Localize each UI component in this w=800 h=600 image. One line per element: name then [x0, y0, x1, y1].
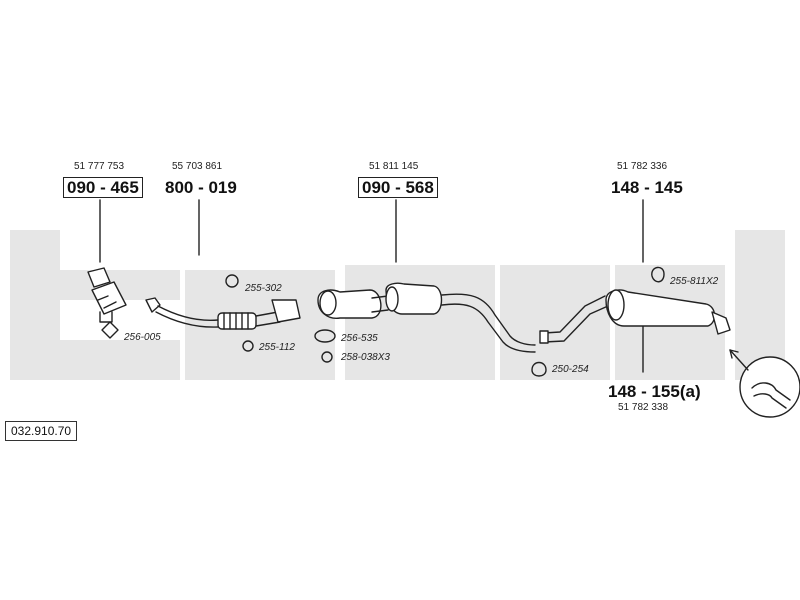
clamp-255-112-part — [242, 340, 254, 352]
gasket-256-535-part — [314, 329, 336, 343]
part-number-cat-middle[interactable]: 090 - 568 — [358, 177, 438, 198]
fitting-label[interactable]: 255-112 — [259, 342, 295, 353]
watermark-block — [10, 230, 60, 380]
part-number-front-pipe[interactable]: 800 - 019 — [165, 178, 237, 197]
fitting-label[interactable]: 250-254 — [552, 364, 589, 375]
oe-number-cat-front: 51 777 753 — [74, 161, 125, 172]
watermark-block — [735, 230, 785, 380]
detail-arrow — [729, 349, 749, 371]
document-number: 032.910.70 — [5, 421, 78, 441]
front-pipe-part — [145, 297, 301, 330]
watermark-block — [345, 265, 495, 380]
oe-number-rear-muffler: 51 782 338 — [618, 402, 669, 413]
gasket-256-005-part — [101, 321, 119, 339]
rear-muffler-part — [605, 289, 731, 335]
part-number-rear-pipe[interactable]: 148 - 145 — [611, 178, 683, 197]
mount-255-811x2-part — [651, 266, 665, 283]
detail-circle — [739, 356, 800, 418]
part-number-cat-front[interactable]: 090 - 465 — [63, 177, 143, 198]
part-number-rear-muffler[interactable]: 148 - 155(a) — [608, 382, 701, 401]
fitting-label[interactable]: 256-535 — [341, 333, 378, 344]
clamp-255-302-part — [225, 274, 239, 288]
watermark-block — [500, 265, 610, 380]
cat-front-part — [87, 267, 127, 323]
cat-middle-part — [317, 282, 536, 353]
watermark-block — [60, 340, 180, 380]
clamp-250-254-part — [531, 361, 547, 377]
fitting-label[interactable]: 258-038X3 — [341, 352, 390, 363]
fitting-label[interactable]: 255-811X2 — [670, 276, 719, 287]
oe-number-front-pipe: 55 703 861 — [172, 161, 223, 172]
oe-number-cat-middle: 51 811 145 — [369, 161, 419, 172]
fitting-label[interactable]: 255-302 — [245, 283, 282, 294]
fitting-label[interactable]: 256-005 — [124, 332, 161, 343]
rear-pipe-part — [539, 295, 609, 344]
detail-pipe-part — [751, 382, 791, 409]
oe-number-rear-pipe: 51 782 336 — [617, 161, 668, 172]
clamp-258-038x3-part — [321, 351, 333, 363]
